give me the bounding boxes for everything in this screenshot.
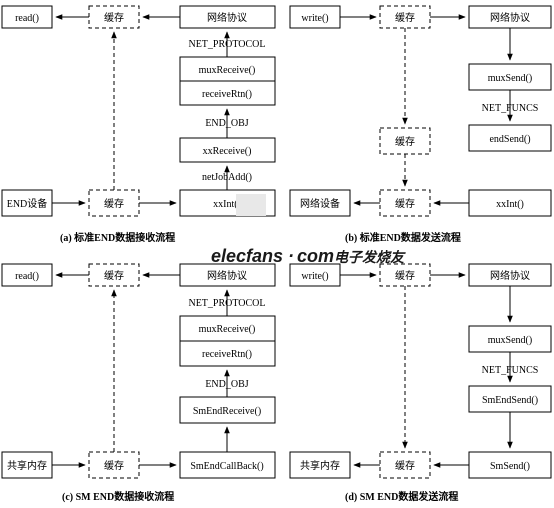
protocol-label-d: 网络协议 [490, 269, 530, 282]
cache-mid-box-b [379, 127, 431, 155]
read-box-a [1, 5, 53, 29]
xx-receive-label-a: xxReceive() [203, 146, 252, 157]
watermark-cn: 电子发烧友 [334, 249, 406, 266]
end-send-label-b: endSend() [489, 134, 530, 145]
watermark-dot: · [288, 246, 294, 266]
cache-mid-label-b: 缓存 [395, 135, 415, 148]
caption-a: (a) 标准END数据接收流程 [60, 231, 175, 244]
mux-send-label-b: muxSend() [488, 73, 532, 84]
cache-bottom-label-b: 缓存 [395, 197, 415, 210]
write-label-d: write() [301, 271, 328, 282]
caption-c: (c) SM END数据接收流程 [62, 490, 174, 503]
panel-a: read() 缓存 网络协议 NET_PROTOCOL muxReceive()… [1, 5, 276, 244]
cache-top-box-b [379, 5, 431, 29]
cache-top-box-d [379, 263, 431, 287]
watermark-com: com [297, 246, 334, 266]
cache-bottom-box-b [379, 189, 431, 217]
end-send-box-b [468, 124, 552, 152]
cache-top-label-c: 缓存 [104, 269, 124, 282]
protocol-label-b: 网络协议 [490, 11, 530, 24]
caption-b: (b) 标准END数据发送流程 [345, 231, 461, 244]
panel-c: read() 缓存 网络协议 NET_PROTOCOL muxReceive()… [1, 263, 276, 503]
read-label-c: read() [15, 271, 39, 282]
end-device-box-a [1, 189, 53, 217]
end-device-label-a: END设备 [7, 197, 48, 210]
xx-int-label-a: xxInt() [213, 199, 241, 210]
panel-d: write() 缓存 网络协议 muxSend() NET_FUNCS SmEn… [289, 263, 552, 503]
sm-end-callback-label-c: SmEndCallBack() [190, 461, 263, 472]
sm-send-label-d: SmSend() [490, 461, 530, 472]
watermark-brand: elecfans [211, 246, 283, 266]
cache-top-label-d: 缓存 [395, 269, 415, 282]
net-device-box-b [289, 189, 351, 217]
sm-end-callback-box-c [179, 451, 276, 479]
xx-int-label-b: xxInt() [496, 199, 524, 210]
mux-receive-label-a: muxReceive() [199, 65, 256, 76]
panel-b: write() 缓存 网络协议 muxSend() NET_FUNCS endS… [289, 5, 552, 244]
mux-send-label-d: muxSend() [488, 335, 532, 346]
net-device-label-b: 网络设备 [300, 197, 340, 210]
cache-bottom-label-c: 缓存 [104, 459, 124, 472]
sm-end-receive-box-c [179, 396, 276, 424]
shared-memory-label-d: 共享内存 [300, 459, 340, 472]
caption-d: (d) SM END数据发送流程 [345, 490, 458, 503]
sm-end-receive-label-c: SmEndReceive() [193, 406, 261, 417]
cache-bottom-label-d: 缓存 [395, 459, 415, 472]
read-label-a: read() [15, 13, 39, 24]
mux-send-box-d [468, 325, 552, 353]
shared-memory-label-c: 共享内存 [7, 459, 47, 472]
receive-rtn-label-a: receiveRtn() [202, 89, 252, 100]
cache-top-label-a: 缓存 [104, 11, 124, 24]
protocol-label-a: 网络协议 [207, 11, 247, 24]
shared-memory-box-d [289, 451, 351, 479]
mux-receive-label-c: muxReceive() [199, 324, 256, 335]
elecfans-watermark: elecfans · com 电子发烧友 [211, 194, 406, 266]
watermark-logo-patch [236, 194, 266, 216]
receive-rtn-label-c: receiveRtn() [202, 349, 252, 360]
sm-send-box-d [468, 451, 552, 479]
cache-bottom-label-a: 缓存 [104, 197, 124, 210]
mux-send-box-b [468, 63, 552, 91]
write-label-b: write() [301, 13, 328, 24]
cache-top-label-b: 缓存 [395, 11, 415, 24]
xx-int-box-b [468, 189, 552, 217]
read-box-c [1, 263, 53, 287]
sm-end-send-label-d: SmEndSend() [482, 395, 538, 406]
protocol-label-c: 网络协议 [207, 269, 247, 282]
cache-bottom-box-d [379, 451, 431, 479]
